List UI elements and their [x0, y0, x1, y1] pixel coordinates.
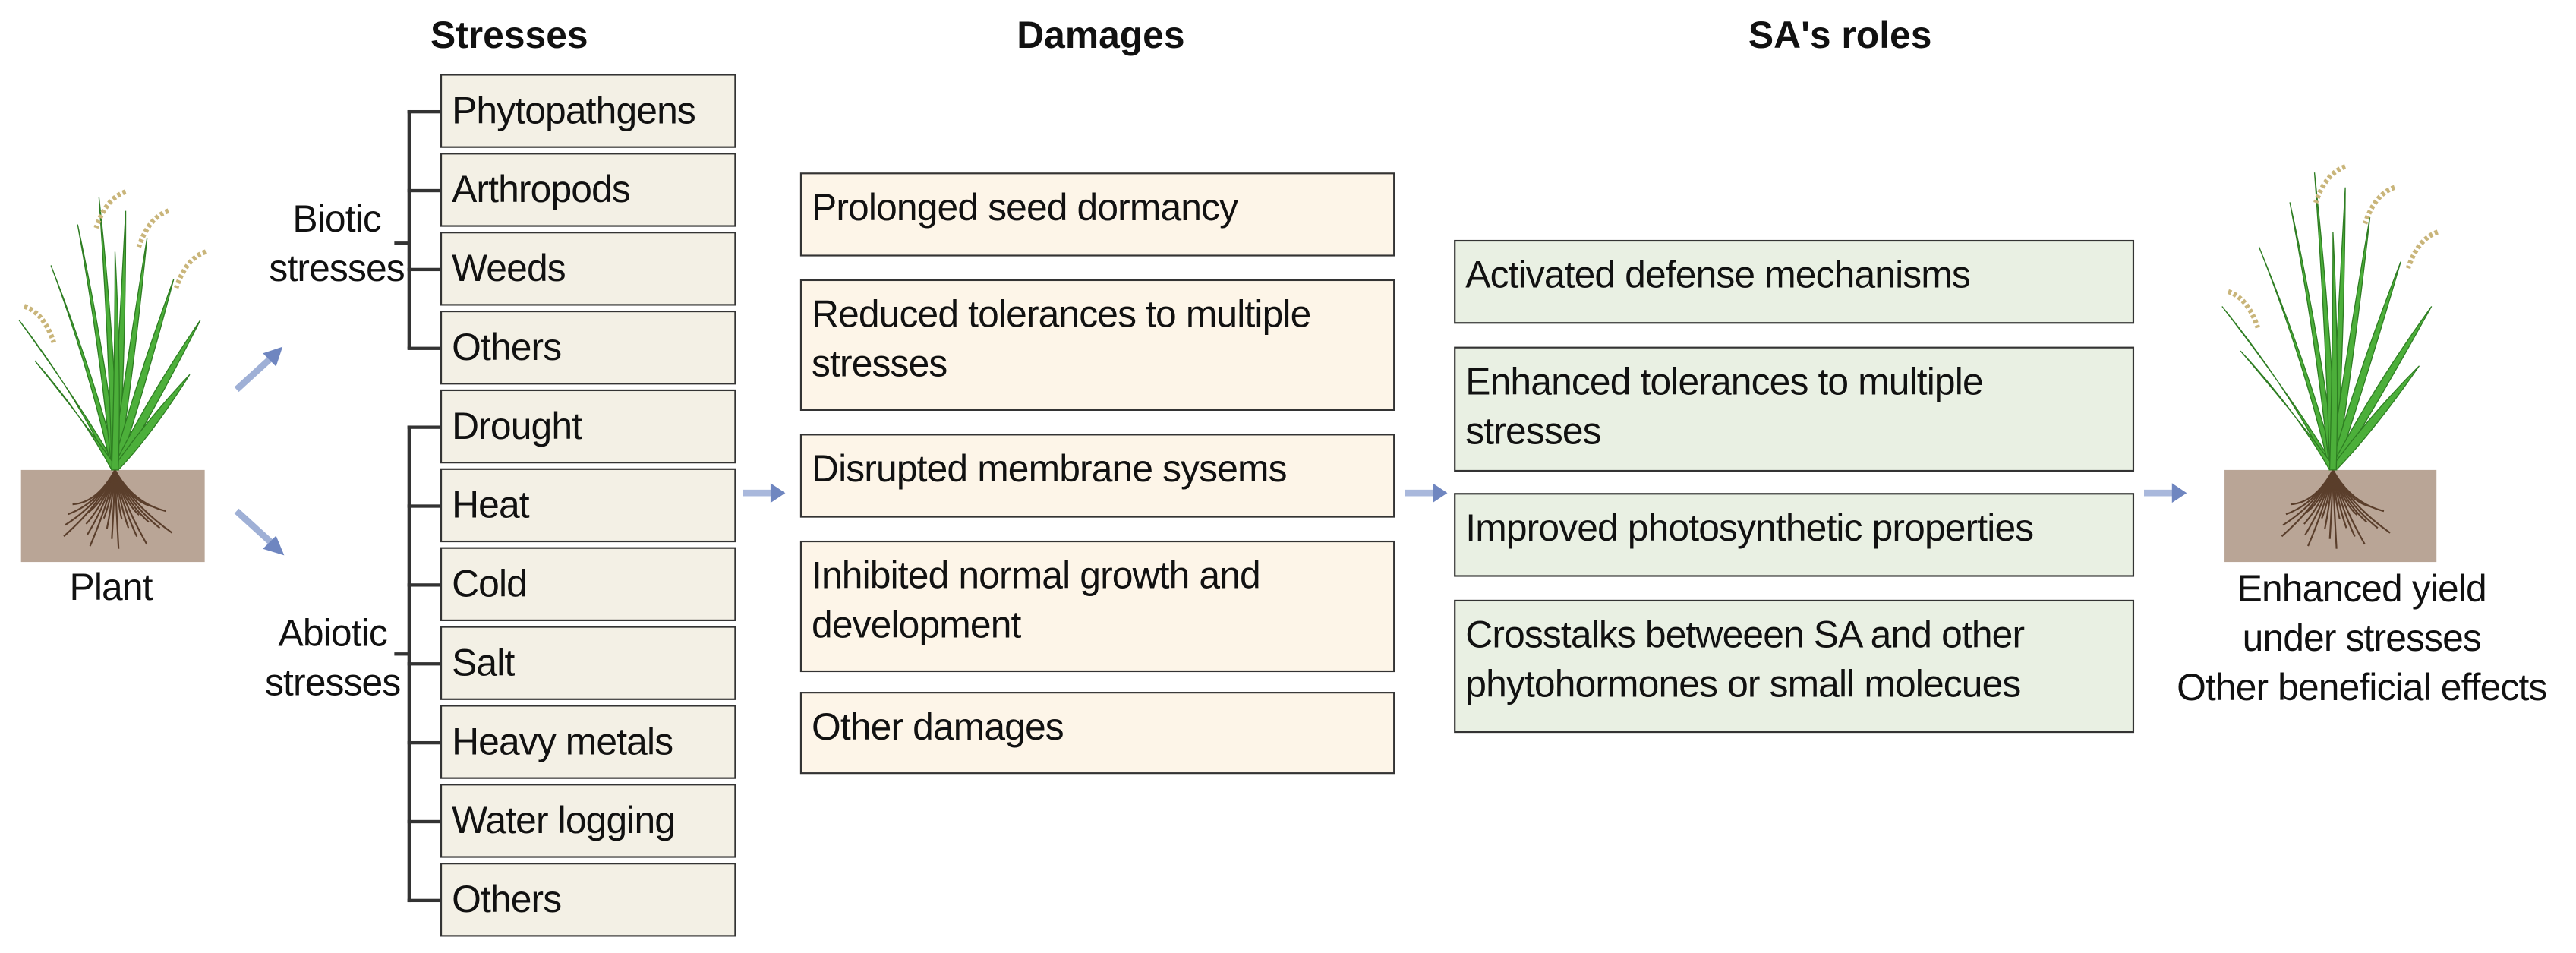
bracket-tick	[407, 662, 440, 665]
grain-panicle	[23, 304, 56, 344]
biotic-bracket	[407, 109, 411, 349]
sa-role-box: Crosstalks betweeen SA and other phytoho…	[1454, 599, 2135, 734]
stress-box: Heat	[440, 468, 736, 543]
enhanced-plant-illustration	[2221, 164, 2439, 563]
stress-box: Drought	[440, 389, 736, 464]
abiotic-bracket-tick	[394, 652, 409, 655]
grain-panicle	[2362, 185, 2396, 225]
bracket-tick	[407, 188, 440, 192]
grain-panicle	[93, 189, 127, 229]
bracket-tick	[407, 583, 440, 586]
header-damages: Damages	[1017, 13, 1185, 56]
leaf	[50, 265, 119, 471]
header-sa-roles: SA's roles	[1748, 13, 1932, 56]
biotic-label-line1: Biotic	[292, 197, 381, 240]
biotic-bracket-tick	[394, 241, 409, 245]
bracket-tick	[407, 740, 440, 744]
bracket-tick	[407, 425, 440, 428]
stress-box: Salt	[440, 626, 736, 700]
stress-box: Weeds	[440, 232, 736, 306]
root	[2332, 469, 2385, 513]
abiotic-label: Abiotic stresses	[254, 608, 411, 707]
sa-role-box: Improved photosynthetic properties	[1454, 493, 2135, 577]
leaf	[2328, 261, 2401, 471]
biotic-label-line2: stresses	[269, 246, 405, 289]
root	[114, 469, 166, 513]
arrow-to-biotic-icon	[234, 346, 283, 393]
leaf	[2328, 365, 2420, 471]
leaf	[111, 279, 175, 471]
damage-box: Other damages	[799, 692, 1395, 775]
header-stresses: Stresses	[430, 13, 588, 56]
bracket-tick	[407, 504, 440, 507]
arrow-right-icon	[743, 483, 786, 503]
bracket-tick	[407, 267, 440, 271]
abiotic-label-line2: stresses	[265, 660, 401, 704]
biotic-label: Biotic stresses	[263, 194, 411, 292]
outcome-line3: Other beneficial effects	[2177, 665, 2547, 708]
bracket-tick	[407, 898, 440, 902]
stress-box: Water logging	[440, 784, 736, 858]
leaf	[2240, 350, 2338, 471]
damage-box: Disrupted membrane sysems	[799, 434, 1395, 518]
outcome-line2: under stresses	[2242, 616, 2482, 659]
leaf	[2221, 306, 2338, 471]
bracket-tick	[407, 109, 440, 113]
leaf	[2258, 246, 2338, 471]
outcome-line1: Enhanced yield	[2237, 566, 2487, 610]
leaf	[34, 360, 120, 471]
arrow-right-icon	[2144, 483, 2187, 503]
arrow-right-icon	[1405, 483, 1448, 503]
abiotic-label-line1: Abiotic	[278, 611, 388, 655]
bracket-tick	[407, 819, 440, 823]
plant-illustration	[18, 189, 207, 563]
sa-role-box: Activated defense mechanisms	[1454, 239, 2135, 324]
stress-box: Phytopathgens	[440, 74, 736, 148]
stress-box: Heavy metals	[440, 705, 736, 779]
leaf	[110, 374, 191, 471]
stress-box: Others	[440, 863, 736, 937]
plant-label: Plant	[69, 565, 153, 608]
grain-panicle	[2313, 164, 2347, 204]
damage-box: Inhibited normal growth and development	[799, 540, 1395, 673]
stress-box: Others	[440, 310, 736, 385]
grain-panicle	[174, 249, 207, 289]
damage-box: Reduced tolerances to multiple stresses	[799, 279, 1395, 411]
outcome-label: Enhanced yield under stresses Other bene…	[2136, 563, 2576, 712]
leaf	[2328, 232, 2338, 471]
leaf	[18, 319, 119, 471]
bracket-tick	[407, 346, 440, 350]
stress-box: Arthropods	[440, 153, 736, 227]
leaf	[111, 238, 148, 471]
arrow-to-abiotic-icon	[234, 508, 285, 556]
leaf	[111, 251, 120, 471]
sa-role-box: Enhanced tolerances to multiple stresses	[1454, 346, 2135, 472]
grain-panicle	[2227, 289, 2260, 329]
grain-panicle	[136, 208, 169, 248]
damage-box: Prolonged seed dormancy	[799, 172, 1395, 257]
grain-panicle	[2405, 229, 2439, 270]
stress-box: Cold	[440, 547, 736, 621]
